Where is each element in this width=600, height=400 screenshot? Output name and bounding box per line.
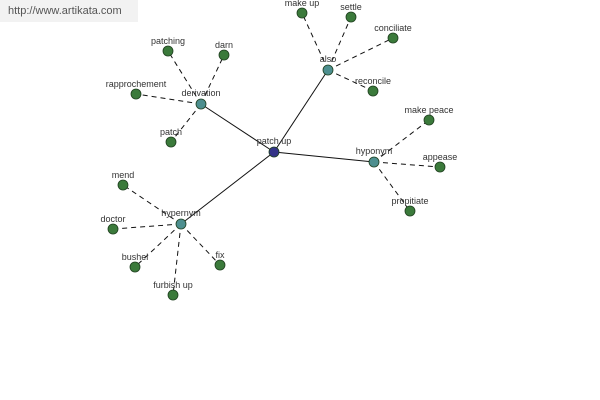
edge-also-settle bbox=[327, 16, 352, 71]
word-label-patch: patch bbox=[160, 127, 182, 137]
edge-hypernym-mend bbox=[122, 184, 182, 225]
edge-derivation-patch bbox=[170, 103, 202, 143]
word-node-reconcile[interactable] bbox=[367, 85, 379, 97]
word-node-mend[interactable] bbox=[117, 179, 129, 191]
word-label-conciliate: conciliate bbox=[374, 23, 412, 33]
center-label: patch up bbox=[257, 136, 292, 146]
edge-derivation-patching bbox=[167, 50, 202, 105]
relation-node-hypernym[interactable] bbox=[175, 218, 187, 230]
word-node-patch[interactable] bbox=[165, 136, 177, 148]
word-label-propitiate: propitiate bbox=[391, 196, 428, 206]
edge-hyponym-make-peace bbox=[373, 119, 430, 163]
word-node-make-peace[interactable] bbox=[423, 114, 435, 126]
edge-center-derivation bbox=[200, 103, 275, 153]
word-node-rapprochement[interactable] bbox=[130, 88, 142, 100]
edge-hypernym-furbish-up bbox=[172, 223, 182, 296]
word-node-settle[interactable] bbox=[345, 11, 357, 23]
relation-label-derivation: derivation bbox=[181, 88, 220, 98]
center-node[interactable] bbox=[268, 146, 280, 158]
word-node-propitiate[interactable] bbox=[404, 205, 416, 217]
word-label-fix: fix bbox=[216, 250, 226, 260]
relation-node-also[interactable] bbox=[322, 64, 334, 76]
edge-derivation-darn bbox=[200, 54, 225, 105]
word-label-furbish-up: furbish up bbox=[153, 280, 193, 290]
word-node-make-up[interactable] bbox=[296, 7, 308, 19]
word-label-reconcile: reconcile bbox=[355, 76, 391, 86]
edge-center-hypernym bbox=[180, 151, 275, 225]
relation-label-hyponym: hyponym bbox=[356, 146, 393, 156]
word-node-fix[interactable] bbox=[214, 259, 226, 271]
word-node-patching[interactable] bbox=[162, 45, 174, 57]
edge-hyponym-propitiate bbox=[373, 161, 411, 212]
word-label-appease: appease bbox=[423, 152, 458, 162]
word-label-settle: settle bbox=[340, 2, 362, 12]
word-label-darn: darn bbox=[215, 40, 233, 50]
word-label-patching: patching bbox=[151, 36, 185, 46]
edge-hypernym-fix bbox=[180, 223, 221, 266]
word-node-furbish-up[interactable] bbox=[167, 289, 179, 301]
edge-center-also bbox=[273, 69, 329, 153]
word-label-doctor: doctor bbox=[100, 214, 125, 224]
edge-also-make-up bbox=[301, 12, 329, 71]
relation-node-hyponym[interactable] bbox=[368, 156, 380, 168]
edge-hyponym-appease bbox=[373, 161, 441, 168]
word-label-make-peace: make peace bbox=[404, 105, 453, 115]
word-node-doctor[interactable] bbox=[107, 223, 119, 235]
relation-label-hypernym: hypernym bbox=[161, 208, 201, 218]
watermark-url[interactable]: http://www.artikata.com bbox=[0, 0, 138, 22]
edge-hypernym-doctor bbox=[112, 223, 182, 230]
edge-also-conciliate bbox=[327, 37, 394, 71]
word-node-bushel[interactable] bbox=[129, 261, 141, 273]
edge-center-hyponym bbox=[273, 151, 375, 163]
relation-label-also: also bbox=[320, 54, 337, 64]
relation-node-derivation[interactable] bbox=[195, 98, 207, 110]
word-node-darn[interactable] bbox=[218, 49, 230, 61]
word-label-rapprochement: rapprochement bbox=[106, 79, 167, 89]
edge-hypernym-bushel bbox=[134, 223, 182, 268]
word-label-make-up: make up bbox=[285, 0, 320, 8]
word-node-conciliate[interactable] bbox=[387, 32, 399, 44]
word-node-appease[interactable] bbox=[434, 161, 446, 173]
word-label-bushel: bushel bbox=[122, 252, 149, 262]
word-label-mend: mend bbox=[112, 170, 135, 180]
edge-derivation-rapprochement bbox=[135, 93, 202, 105]
